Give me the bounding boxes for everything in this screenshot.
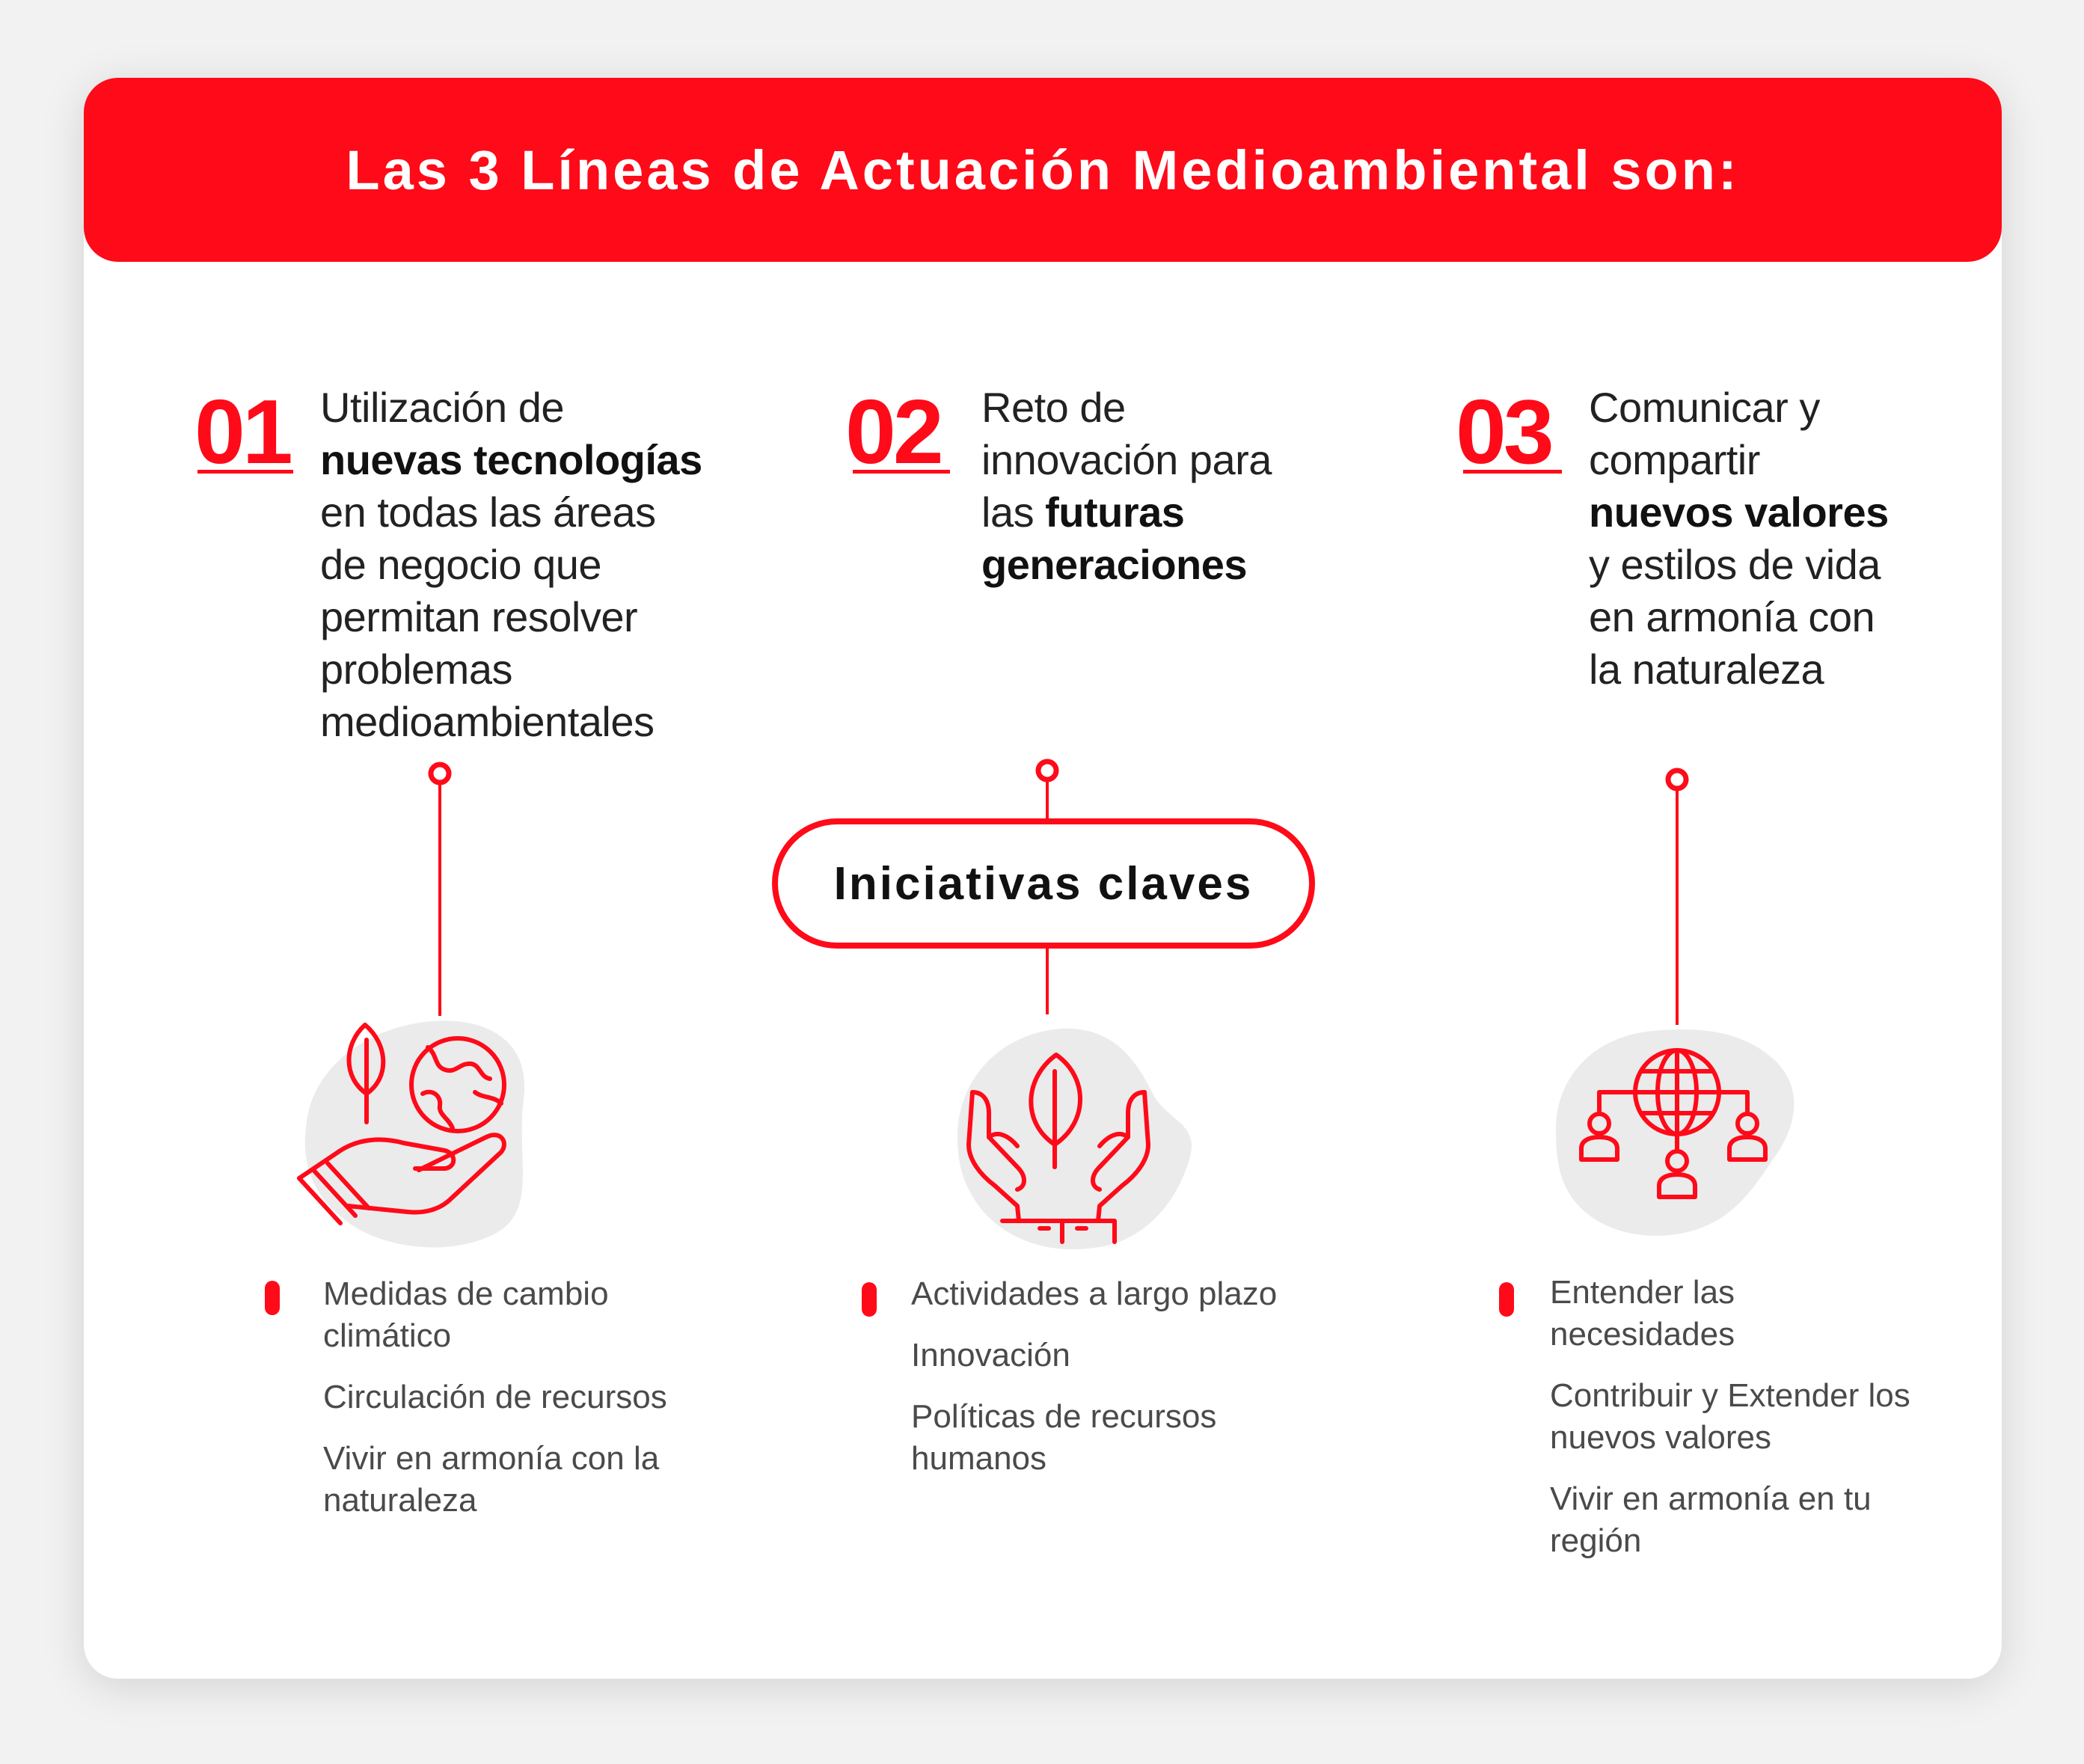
list-item: Políticas de recursos humanos bbox=[911, 1398, 1217, 1477]
connector-dot-2 bbox=[1035, 759, 1059, 783]
key-initiatives-label: Iniciativas claves bbox=[833, 857, 1254, 910]
connector-dot-3 bbox=[1665, 768, 1689, 791]
list-bullet-1 bbox=[265, 1281, 280, 1315]
globe-network-people-icon bbox=[1556, 1029, 1795, 1236]
page-title: Las 3 Líneas de Actuación Medioambiental… bbox=[346, 138, 1740, 201]
key-initiatives-pill: Iniciativas claves bbox=[772, 818, 1315, 949]
line-number-3-underline bbox=[1463, 470, 1562, 474]
list-item: Entender las necesidades bbox=[1550, 1274, 1735, 1353]
line-number-1-underline bbox=[197, 470, 293, 474]
line-number-2: 02 bbox=[845, 381, 944, 483]
line-description-3: Comunicar y compartir nuevos valores y e… bbox=[1589, 384, 1889, 693]
list-item: Innovación bbox=[911, 1337, 1070, 1373]
list-item: Vivir en armonía en tu región bbox=[1550, 1480, 1872, 1559]
connector-dot-1 bbox=[428, 762, 452, 785]
list-item: Actividades a largo plazo bbox=[911, 1275, 1278, 1312]
line-description-2: Reto de innovación para las futuras gene… bbox=[981, 384, 1272, 588]
list-item: Vivir en armonía con la naturaleza bbox=[323, 1440, 660, 1519]
initiatives-list-3: Entender las necesidades Contribuir y Ex… bbox=[1550, 1272, 1924, 1581]
line-number-3: 03 bbox=[1456, 381, 1554, 483]
initiatives-list-1: Medidas de cambio climático Circulación … bbox=[323, 1273, 712, 1541]
list-bullet-3 bbox=[1499, 1282, 1514, 1317]
line-description-1: Utilización de nuevas tecnologías en tod… bbox=[320, 384, 702, 745]
list-item: Circulación de recursos bbox=[323, 1379, 667, 1415]
leaf-globe-in-hand-icon bbox=[297, 1020, 525, 1248]
header-banner: Las 3 Líneas de Actuación Medioambiental… bbox=[84, 78, 2002, 262]
list-item: Contribuir y Extender los nuevos valores bbox=[1550, 1377, 1910, 1456]
list-bullet-2 bbox=[862, 1282, 877, 1317]
line-number-1: 01 bbox=[194, 381, 293, 483]
hands-holding-leaf-icon bbox=[957, 1028, 1192, 1249]
line-number-2-underline bbox=[853, 470, 950, 474]
list-item: Medidas de cambio climático bbox=[323, 1275, 609, 1354]
initiatives-list-2: Actividades a largo plazo Innovación Pol… bbox=[911, 1273, 1330, 1499]
